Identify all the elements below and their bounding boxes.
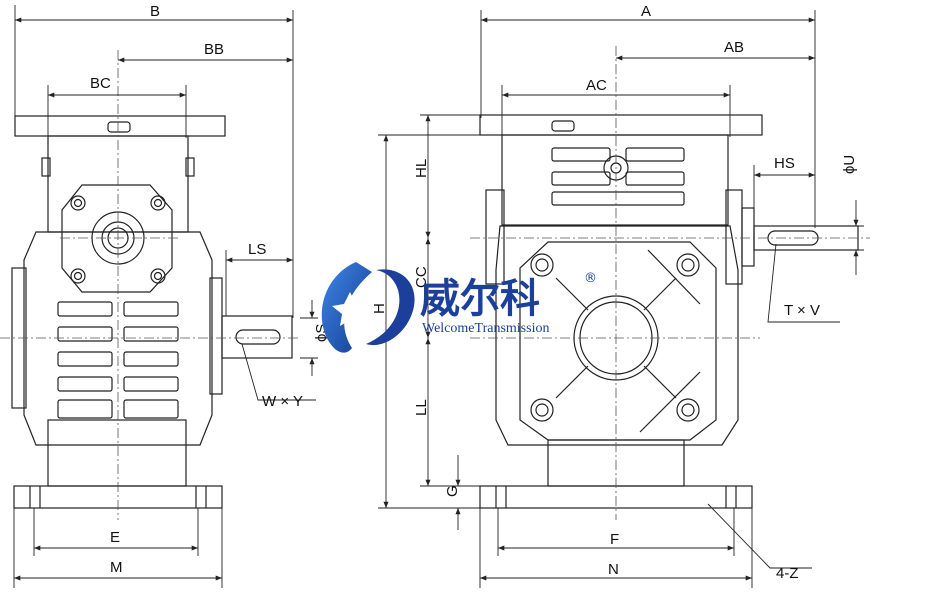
dim-label-Z: 4-Z [776, 565, 799, 582]
dim-label-HL: HL [413, 159, 430, 178]
dim-label-BC: BC [90, 75, 111, 92]
dim-label-AC: AC [586, 77, 607, 94]
dim-label-AB: AB [724, 39, 744, 56]
logo-registered-mark: ® [584, 271, 597, 286]
dim-label-CC: CC [413, 266, 430, 288]
dim-label-U: ϕU [841, 155, 858, 174]
side-top-plate [14, 115, 226, 137]
dimension-labels: B BB BC LS ϕS W × Y E M A AB AC HS ϕU T … [90, 3, 858, 582]
dim-label-A: A [641, 3, 651, 20]
dim-label-BB: BB [204, 41, 224, 58]
brand-logo: 威尔科 ® WelcomeTransmission [321, 262, 597, 353]
logo-english-text: WelcomeTransmission [422, 321, 549, 336]
dim-label-TV: T × V [784, 302, 820, 319]
dim-label-G: G [444, 485, 461, 497]
dim-label-LS: LS [248, 241, 266, 258]
dim-label-WY: W × Y [262, 393, 303, 410]
logo-chinese-text: 威尔科 [420, 276, 540, 322]
dim-label-N: N [608, 561, 619, 578]
dim-label-F: F [610, 531, 619, 548]
dim-label-M: M [110, 559, 123, 576]
dim-label-H: H [371, 303, 388, 314]
dim-label-LL: LL [413, 399, 430, 416]
dim-label-B: B [150, 3, 160, 20]
logo-swoosh-icon [321, 262, 372, 353]
front-top-plate [479, 114, 763, 136]
dim-label-E: E [110, 529, 120, 546]
dim-label-HS: HS [774, 155, 795, 172]
side-view [11, 115, 293, 509]
